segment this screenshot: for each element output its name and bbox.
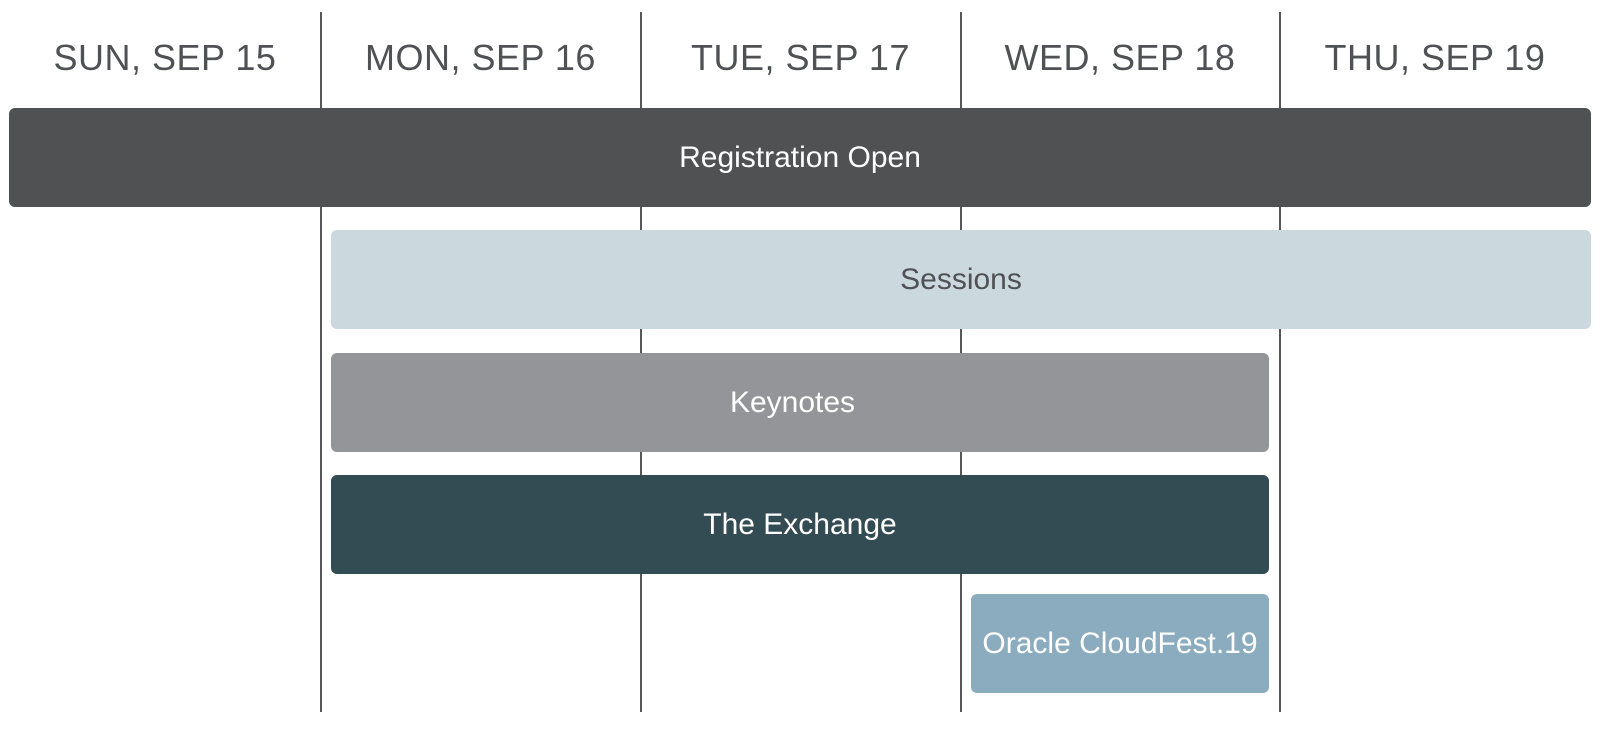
day-header-mon-sep-16: MON, SEP 16	[365, 37, 596, 78]
event-label: The Exchange	[703, 507, 897, 541]
event-bar-the-exchange: The Exchange	[331, 475, 1269, 574]
day-header-thu-sep-19: THU, SEP 19	[1324, 37, 1546, 78]
event-label: Keynotes	[729, 385, 856, 419]
day-divider	[320, 12, 322, 712]
event-bar-keynotes: Keynotes	[331, 353, 1269, 452]
day-header-sun-sep-15: SUN, SEP 15	[53, 37, 277, 78]
event-bar-registration-open: Registration Open	[9, 108, 1591, 207]
day-divider	[1279, 12, 1281, 712]
event-label: Oracle CloudFest.19	[982, 626, 1258, 660]
day-header-tue-sep-17: TUE, SEP 17	[691, 37, 910, 78]
day-header-wed-sep-18: WED, SEP 18	[1004, 37, 1236, 78]
event-label: Sessions	[900, 262, 1022, 296]
event-bar-sessions: Sessions	[331, 230, 1591, 329]
event-label: Registration Open	[679, 140, 921, 174]
event-bar-oracle-cloudfest: Oracle CloudFest.19	[971, 594, 1269, 693]
